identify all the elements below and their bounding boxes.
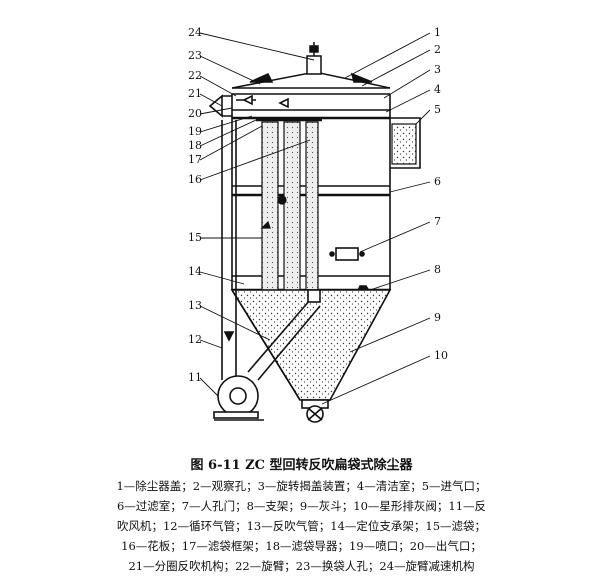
label-24: 24 — [188, 26, 202, 39]
housing — [231, 94, 421, 297]
legend-line: 6—过滤室；7—人孔门；8—支架；9—灰斗；10—星形排灰阀；11—反 — [116, 499, 487, 513]
label-3: 3 — [434, 63, 441, 76]
legend-line: 16—花板；17—滤袋框架；18—滤袋导器；19—喷口；20—出气口； — [121, 539, 482, 553]
label-21: 21 — [188, 87, 202, 100]
recirculation-piping — [208, 94, 321, 421]
dust-collector-diagram: 24 23 22 21 20 19 18 17 16 15 14 13 12 1… — [188, 26, 448, 423]
label-11: 11 — [188, 371, 202, 384]
label-8: 8 — [434, 263, 441, 276]
legend-line: 21—分圈反吹机构；22—旋臂；23—换袋人孔；24—旋臂减速机构 — [128, 559, 475, 573]
callout-numbers: 24 23 22 21 20 19 18 17 16 15 14 13 12 1… — [188, 26, 448, 384]
legend-line: 吹风机；12—循环气管；13—反吹气管；14—定位支承架；15—滤袋； — [116, 519, 487, 533]
label-19: 19 — [188, 125, 202, 138]
label-22: 22 — [188, 69, 202, 82]
label-7: 7 — [434, 215, 441, 228]
legend-line: 1—除尘器盖；2—观察孔；3—旋转揭盖装置；4—清洁室；5—进气口； — [116, 479, 487, 493]
leader-lines — [199, 32, 431, 405]
label-18: 18 — [188, 139, 202, 152]
label-9: 9 — [434, 311, 441, 324]
label-12: 12 — [188, 333, 202, 346]
filter-bags — [256, 118, 322, 291]
label-5: 5 — [434, 103, 441, 116]
label-14: 14 — [188, 265, 202, 278]
figure-legend: 1—除尘器盖；2—观察孔；3—旋转揭盖装置；4—清洁室；5—进气口； 6—过滤室… — [20, 476, 583, 576]
label-10: 10 — [434, 349, 448, 362]
label-2: 2 — [434, 43, 441, 56]
label-17: 17 — [188, 153, 202, 166]
label-20: 20 — [188, 107, 202, 120]
label-4: 4 — [434, 83, 441, 96]
label-23: 23 — [188, 49, 202, 62]
cover-assembly — [231, 42, 391, 95]
label-16: 16 — [188, 173, 202, 186]
figure-caption: 图 6-11 ZC 型回转反吹扁袋式除尘器 — [190, 458, 413, 473]
label-1: 1 — [434, 26, 441, 39]
label-15: 15 — [188, 231, 202, 244]
label-13: 13 — [188, 299, 202, 312]
label-6: 6 — [434, 175, 441, 188]
